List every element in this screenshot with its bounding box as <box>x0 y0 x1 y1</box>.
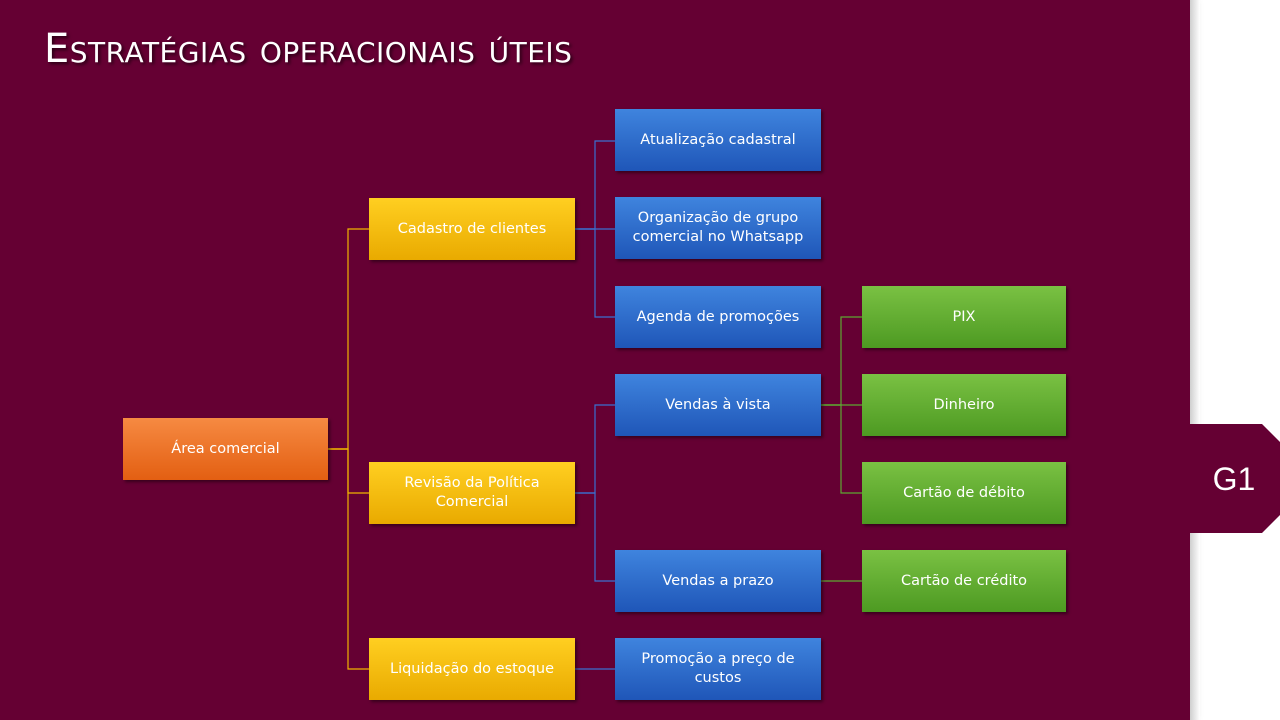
connector-revisao-to-vista <box>575 404 615 494</box>
connector-cadastro-to-agenda <box>575 228 615 318</box>
connector-vista-to-pix <box>821 316 862 406</box>
node-liquidacao-estoque: Liquidação do estoque <box>369 638 575 700</box>
connector-revisao-to-prazo <box>575 492 615 582</box>
node-area-comercial: Área comercial <box>123 418 328 480</box>
slide-title: Estratégias operacionais úteis <box>44 26 573 72</box>
node-cadastro-clientes: Cadastro de clientes <box>369 198 575 260</box>
node-agenda-promocoes: Agenda de promoções <box>615 286 821 348</box>
section-tab[interactable] <box>1190 424 1280 533</box>
node-cartao-credito: Cartão de crédito <box>862 550 1066 612</box>
node-promocao-custos: Promoção a preço de custos <box>615 638 821 700</box>
connector-cadastro-to-atualizacao <box>575 140 615 230</box>
node-dinheiro: Dinheiro <box>862 374 1066 436</box>
node-vendas-vista: Vendas à vista <box>615 374 821 436</box>
connector-vista-to-debito <box>821 404 862 494</box>
connector-area-to-cadastro <box>328 228 369 450</box>
node-cartao-debito: Cartão de débito <box>862 462 1066 524</box>
node-organizacao-grupo: Organização de grupo comercial no Whatsa… <box>615 197 821 259</box>
connector-area-to-liquidacao <box>328 448 369 670</box>
section-tab-label: G1 <box>1212 461 1256 497</box>
slide-edge <box>1190 0 1200 720</box>
node-revisao-politica: Revisão da Política Comercial <box>369 462 575 524</box>
node-atualizacao-cadastral: Atualização cadastral <box>615 109 821 171</box>
node-vendas-prazo: Vendas a prazo <box>615 550 821 612</box>
connector-lines <box>328 140 862 670</box>
node-pix: PIX <box>862 286 1066 348</box>
